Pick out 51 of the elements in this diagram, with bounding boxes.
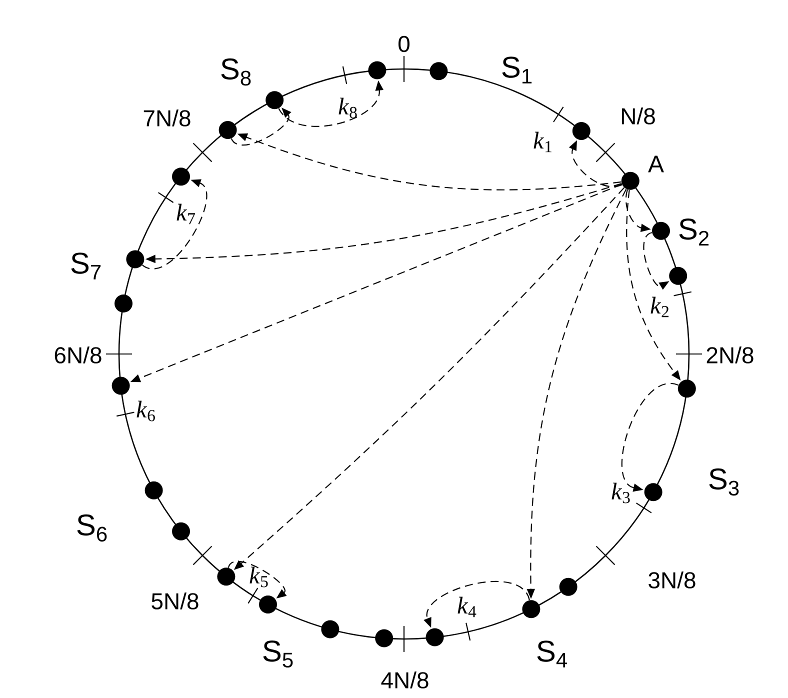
ring-dot bbox=[144, 481, 163, 500]
position-label: 0 bbox=[398, 36, 410, 52]
key-label: k$_{5}$ bbox=[250, 566, 268, 588]
ring-dot bbox=[114, 294, 132, 312]
position-label: 6N/8 bbox=[54, 346, 102, 364]
position-label: N/8 bbox=[622, 108, 655, 124]
ring-dot bbox=[559, 578, 578, 596]
ring-dot bbox=[669, 266, 688, 285]
ring-dot bbox=[678, 380, 696, 398]
ring-dot bbox=[426, 628, 444, 646]
position-label: 7N/8 bbox=[144, 110, 190, 126]
position-label: 5N/8 bbox=[152, 592, 198, 610]
ring-dot bbox=[266, 91, 284, 110]
ring-dot bbox=[522, 600, 540, 618]
key-label: k$_{4}$ bbox=[458, 596, 476, 618]
segment-label: S$_{7}$ bbox=[71, 252, 101, 280]
segment-label: S$_{4}$ bbox=[537, 640, 567, 668]
ring-dot bbox=[172, 522, 190, 540]
ring-dot bbox=[172, 168, 190, 186]
segment-label: S$_{6}$ bbox=[77, 514, 107, 542]
segment-label: S$_{5}$ bbox=[263, 640, 293, 668]
ring-dot bbox=[259, 595, 277, 614]
dashed-arrow bbox=[142, 179, 208, 270]
ring-dot bbox=[368, 61, 386, 80]
ring-dot bbox=[644, 483, 662, 502]
ring-dot bbox=[572, 122, 590, 140]
dashed-arrow bbox=[228, 561, 287, 598]
position-label: 3N/8 bbox=[648, 572, 696, 588]
segment-label: S$_{1}$ bbox=[502, 56, 532, 84]
segment-label: S$_{8}$ bbox=[221, 58, 251, 86]
segment-label: S$_{3}$ bbox=[709, 468, 739, 496]
key-label: k$_{8}$ bbox=[338, 98, 357, 118]
key-label: k$_{3}$ bbox=[612, 482, 630, 504]
ring-dot bbox=[218, 121, 237, 139]
ring-dot bbox=[112, 376, 130, 395]
ring-dot bbox=[321, 620, 340, 638]
key-label: k$_{6}$ bbox=[136, 400, 155, 422]
key-label: k$_{1}$ bbox=[534, 132, 552, 152]
dashed-arrow bbox=[621, 383, 679, 492]
ring-dot bbox=[375, 629, 394, 648]
ring-dot bbox=[126, 250, 144, 268]
segment-label: S$_{2}$ bbox=[679, 218, 709, 246]
key-label: k$_{7}$ bbox=[176, 204, 195, 224]
ring-dot bbox=[217, 568, 236, 586]
ring-dot bbox=[621, 172, 640, 190]
position-label: 4N/8 bbox=[381, 672, 428, 688]
node-label: A bbox=[648, 156, 664, 172]
ring-dot bbox=[652, 222, 670, 240]
ring-dot bbox=[430, 62, 448, 80]
position-label: 2N/8 bbox=[706, 346, 754, 364]
key-label: k$_{2}$ bbox=[650, 296, 669, 318]
